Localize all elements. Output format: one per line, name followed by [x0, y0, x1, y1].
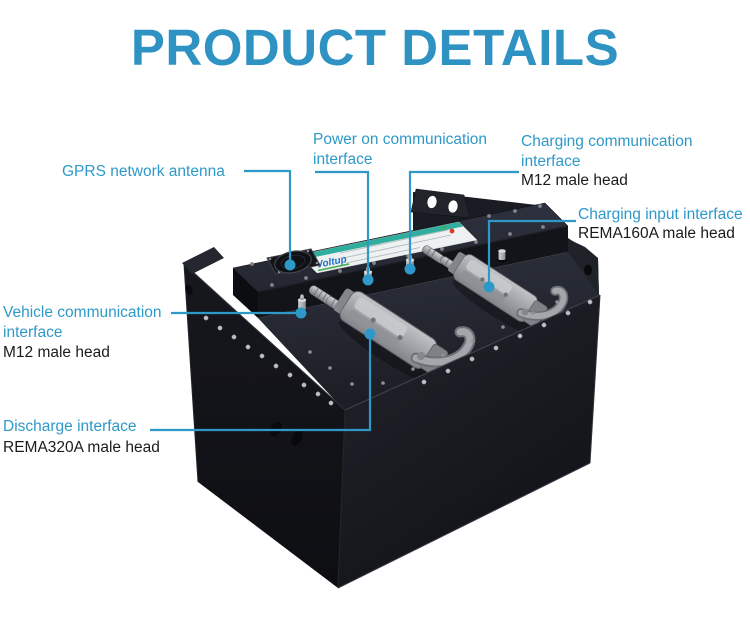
callout-dot-charging-comm: [404, 263, 416, 275]
callout-charging-comm-label: Charging communication interface M12 mal…: [521, 132, 692, 191]
deck-stud: [497, 249, 507, 263]
flange-hole: [185, 284, 193, 296]
callout-text: interface: [3, 324, 63, 341]
callout-subtext: M12 male head: [3, 344, 110, 361]
callout-subtext: REMA320A male head: [3, 439, 160, 456]
callout-discharge-label: Discharge interface REMA320A male head: [3, 416, 160, 458]
callout-line-gprs: [244, 169, 292, 261]
callout-text: interface: [313, 150, 373, 168]
bracket-hole: [584, 264, 592, 276]
bracket-hole: [427, 195, 437, 209]
callout-subtext: REMA160A male head: [578, 225, 735, 242]
sticker-red-dot: [449, 228, 455, 234]
callout-text: GPRS network antenna: [62, 163, 225, 180]
battery-box: Voltup: [182, 188, 601, 589]
bracket-hole: [448, 200, 458, 213]
callout-charging-input-label: Charging input interface REMA160A male h…: [578, 205, 743, 243]
callout-line-charging-comm: [408, 170, 519, 265]
mounting-bracket-back: [410, 188, 471, 219]
callout-text: Charging communication: [521, 133, 693, 150]
callout-text: Charging input interface: [578, 206, 743, 223]
callout-line-discharge: [150, 339, 372, 432]
callout-power-on-label: Power on communication interface: [313, 130, 487, 169]
callout-vehicle-comm-label: Vehicle communication interface M12 male…: [3, 303, 162, 363]
callout-dots: [284, 259, 495, 340]
callout-lines: [150, 169, 576, 432]
callout-dot-gprs: [284, 259, 296, 271]
callout-text: Discharge interface: [3, 418, 137, 435]
discharge-connector-rema320a: [333, 288, 476, 384]
left-flange-tab: [182, 247, 224, 296]
deck-screws: [308, 300, 559, 386]
product-sticker: Voltup: [298, 221, 478, 274]
left-wall: [184, 264, 345, 588]
callout-line-power-on: [315, 170, 370, 276]
callout-dot-discharge: [364, 328, 376, 340]
callout-dot-vehicle-comm: [295, 307, 307, 319]
callout-gprs-antenna-label: GPRS network antenna: [62, 162, 225, 182]
front-right-wall: [338, 295, 600, 588]
callout-text: Vehicle communication: [3, 304, 162, 321]
wall-slot: [291, 430, 303, 446]
callout-dot-charging-input: [483, 281, 495, 293]
sticker-green-dot: [442, 225, 446, 230]
sticker-teal-band: [299, 222, 463, 260]
page-title: PRODUCT DETAILS: [130, 19, 620, 76]
callout-subtext: M12 male head: [521, 172, 628, 189]
callout-text: Power on communication: [313, 131, 488, 148]
callout-line-charging-input: [487, 219, 576, 282]
mounting-bracket-right: [566, 238, 599, 297]
callout-text: interface: [521, 152, 581, 170]
wall-rivets: [203, 299, 593, 406]
callout-dot-power-on: [362, 274, 374, 286]
